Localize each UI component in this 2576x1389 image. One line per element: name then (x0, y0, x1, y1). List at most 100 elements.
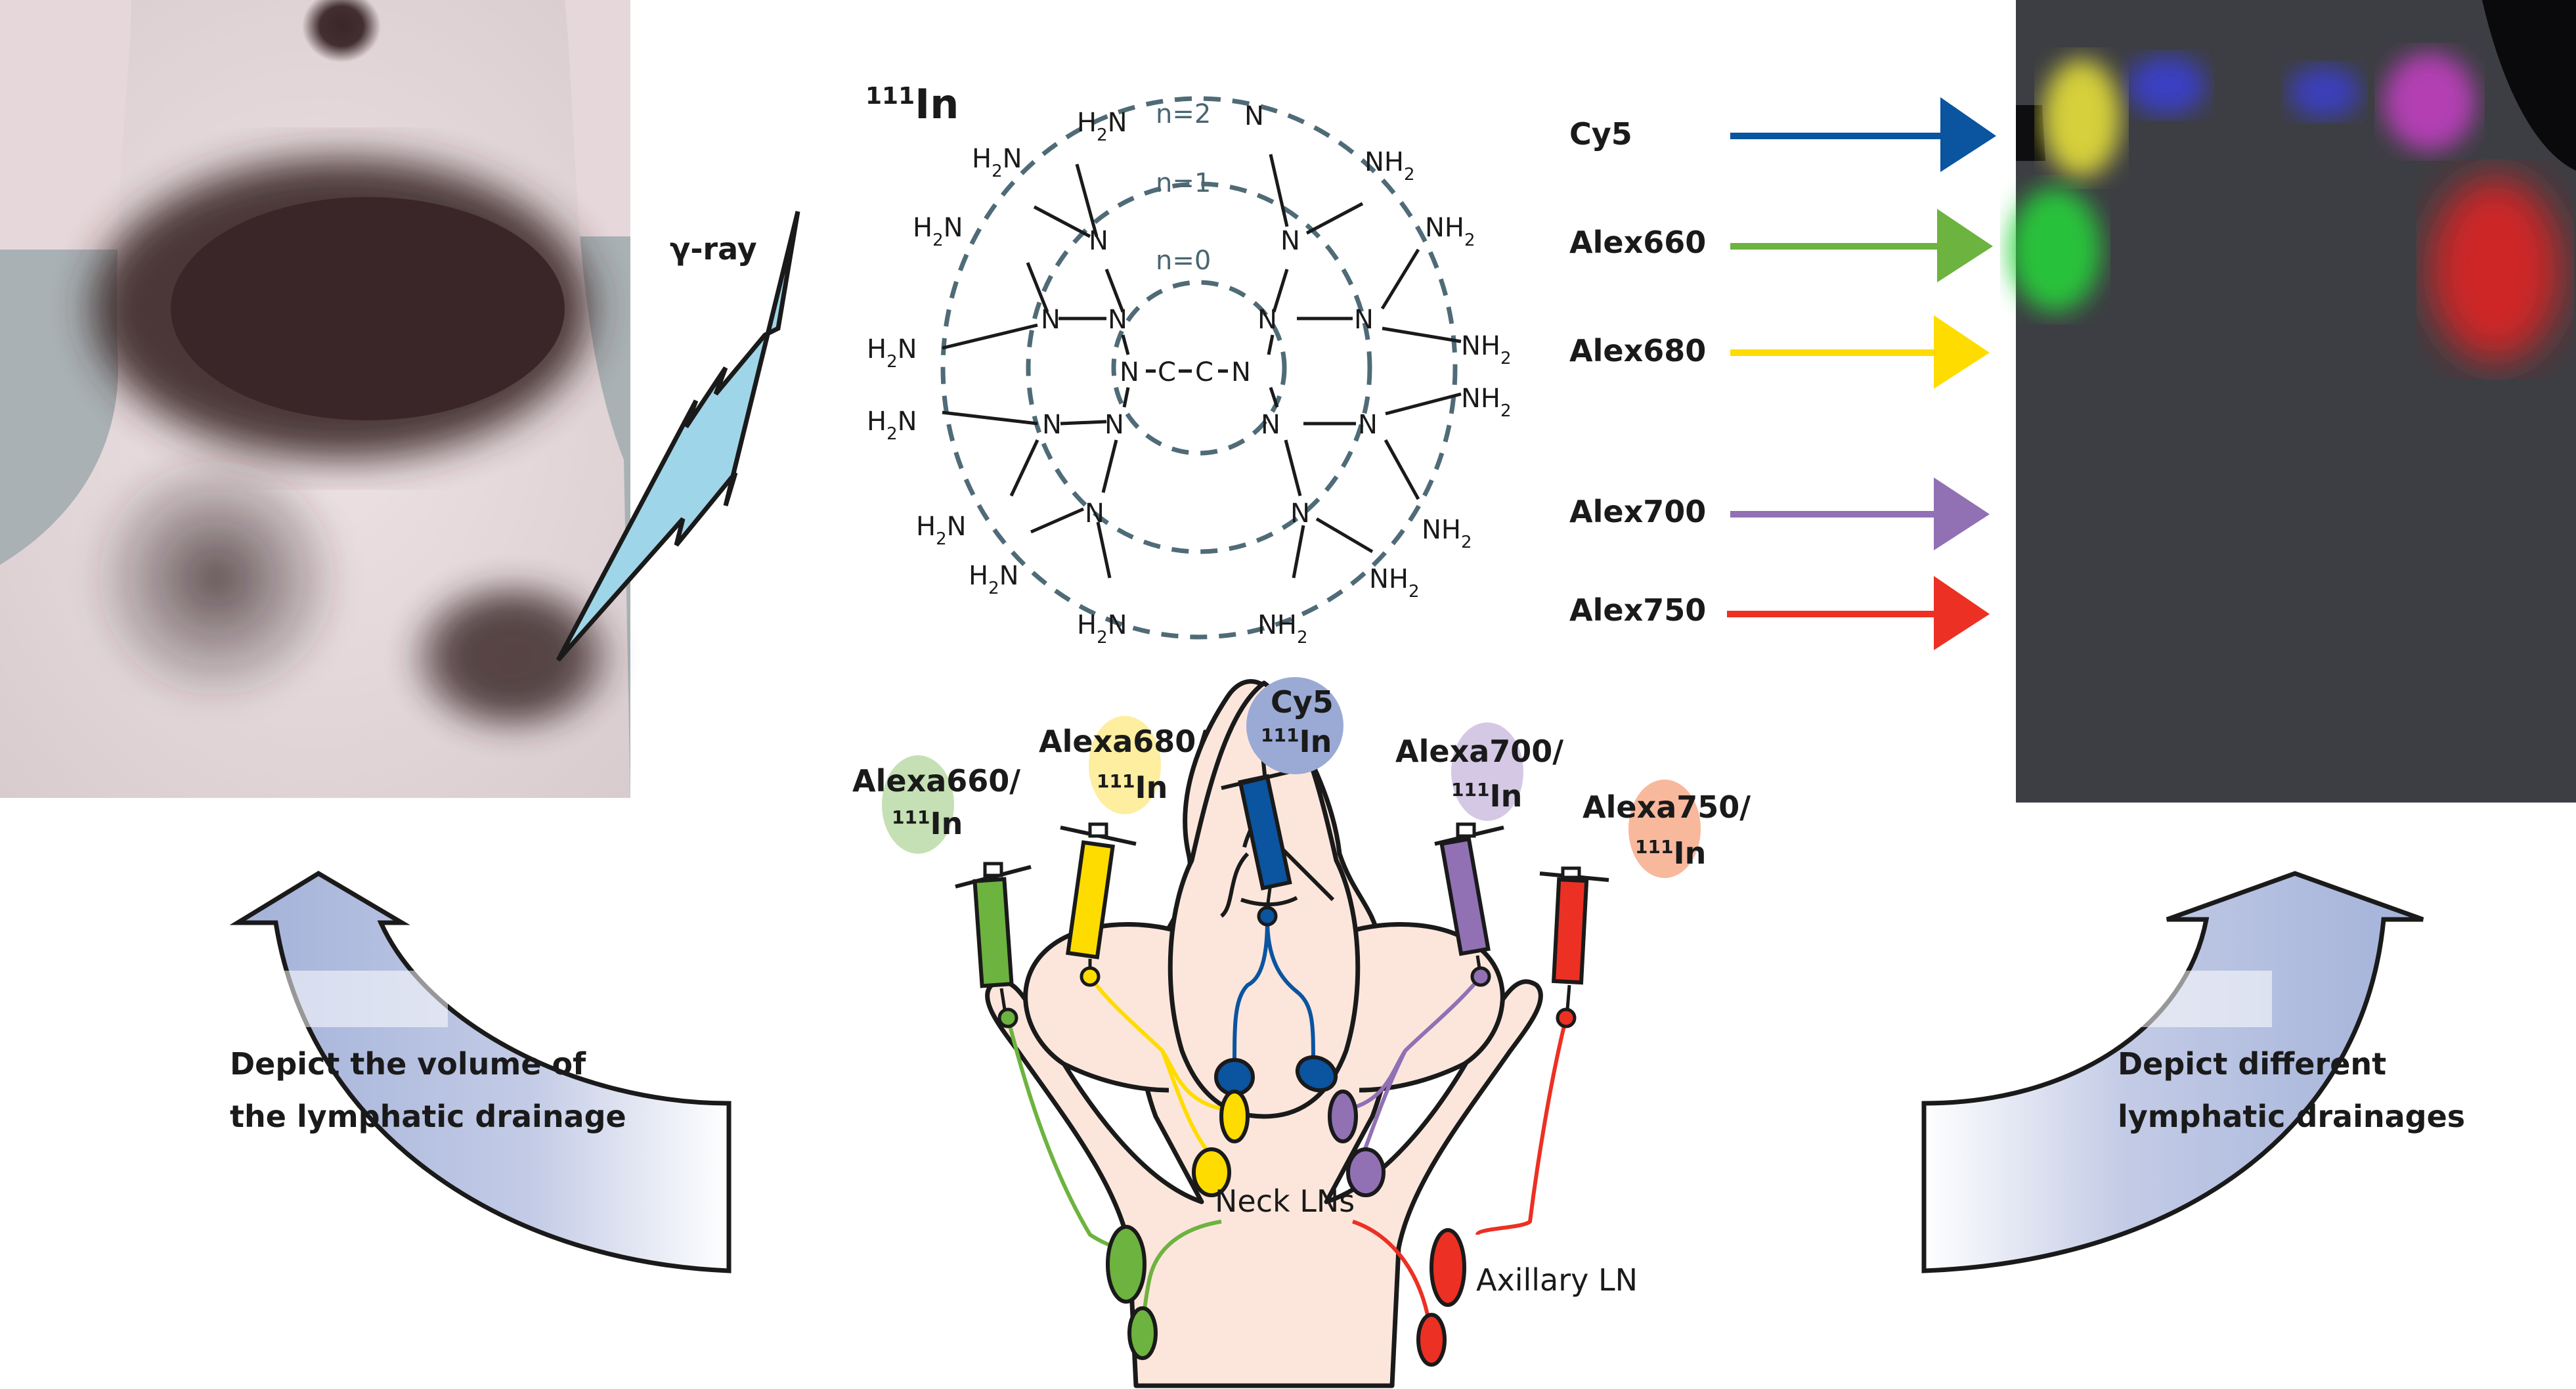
arrow-head-icon (1934, 576, 1990, 650)
bubble-alexa750: Alexa750/ 111In (1583, 780, 1751, 878)
vessel-purple-2 (1361, 1049, 1407, 1157)
isotope-label: 111In (865, 80, 959, 128)
arrow-head-icon (1934, 315, 1990, 389)
generation-label-n2: n=2 (1156, 99, 1211, 129)
injection-site-spot (302, 0, 381, 62)
fluor-spot-green (2009, 187, 2101, 312)
bubble-alexa660: Alexa660/ 111In (852, 755, 1020, 854)
svg-text:NH2: NH2 (1425, 213, 1475, 250)
svg-text:N: N (1108, 305, 1127, 335)
mouse-illustration: Neck LNs Axillary LN (955, 679, 1638, 1388)
fluor-spot-purple (2384, 53, 2476, 151)
syringe-red (1539, 866, 1609, 1010)
syringe-blue (1221, 770, 1298, 908)
dye-arrow-alex750: Alex750 (1569, 576, 1990, 650)
svg-text:N: N (1257, 305, 1277, 335)
right-caption-line-1: Depict different (2118, 1046, 2386, 1082)
lymph-node-yellow-2 (1192, 1147, 1231, 1197)
dark-edge (2016, 105, 2045, 161)
lymph-node-purple-2 (1346, 1147, 1386, 1197)
svg-text:Alexa660/: Alexa660/ (852, 763, 1020, 799)
svg-text:111In: 111In (892, 806, 963, 841)
nitrogen-atoms: N N N N N N N N N N N N N (1041, 101, 1378, 529)
bubble-alexa700: Alexa700/ 111In (1395, 722, 1563, 821)
svg-text:H2N: H2N (916, 512, 967, 549)
right-caption-backdrop (2095, 971, 2272, 1027)
dye-arrow-cy5: Cy5 (1569, 97, 1996, 172)
arrow-head-icon (1940, 97, 1996, 172)
terminal-amines: H2N H2N H2N H2N H2N H2N H2N H2N NH2 NH2 … (867, 108, 1512, 648)
svg-text:NH2: NH2 (1369, 564, 1420, 602)
injection-dot-red (1556, 1007, 1577, 1028)
svg-text:H2N: H2N (1077, 610, 1127, 648)
lymph-node-cy5-right (1295, 1055, 1338, 1093)
dye-arrow-alex680: Alex680 (1569, 315, 1990, 389)
bond-lines (942, 154, 1462, 579)
svg-text:NH2: NH2 (1422, 515, 1472, 552)
svg-text:N: N (1358, 410, 1378, 440)
svg-text:111In: 111In (1097, 770, 1168, 805)
svg-text:Cy5: Cy5 (1271, 684, 1334, 720)
dye-label-cy5: Cy5 (1569, 116, 1632, 152)
lymph-node-cy5-left (1214, 1058, 1255, 1096)
injection-dot-green (997, 1007, 1018, 1028)
svg-text:NH2: NH2 (1257, 610, 1308, 648)
generation-label-n0: n=0 (1156, 246, 1211, 276)
dye-arrow-alex660: Alex660 (1569, 209, 1993, 282)
svg-text:N: N (1042, 410, 1062, 440)
arrow-head-icon (1934, 477, 1990, 550)
mouse-left-ear (0, 0, 152, 250)
svg-text:N: N (1244, 101, 1264, 131)
svg-text:111In: 111In (1635, 835, 1706, 871)
vessel-yellow-2 (1160, 1049, 1213, 1157)
mouse-right-ear-shape (1345, 922, 1505, 1093)
lymph-node-green-axillary (1106, 1225, 1146, 1304)
fluor-spot-red (2430, 177, 2561, 361)
liver-uptake-core (171, 197, 565, 420)
svg-text:C: C (1195, 357, 1213, 387)
lymph-node-yellow-1 (1219, 1090, 1250, 1143)
dye-label-alex750: Alex750 (1569, 592, 1706, 628)
dye-label-alex700: Alex700 (1569, 494, 1706, 529)
syringe-purple (1434, 822, 1504, 969)
svg-text:N: N (1290, 498, 1310, 529)
shell-n0 (1111, 280, 1287, 456)
axillary-ln-label: Axillary LN (1476, 1262, 1638, 1298)
gamma-ray-label: γ-ray (670, 231, 757, 267)
svg-text:N: N (1354, 305, 1374, 335)
bubble-bg (1451, 722, 1523, 821)
lymph-node-red-lower (1416, 1313, 1447, 1367)
right-arrow-shape (1921, 871, 2424, 1273)
shell-n1 (1026, 181, 1372, 554)
svg-text:N: N (1104, 410, 1124, 440)
svg-text:N: N (1120, 357, 1139, 387)
dye-label-alex680: Alex680 (1569, 333, 1706, 368)
fluor-spot-cy5-left (2128, 56, 2206, 115)
svg-text:H2N: H2N (913, 213, 963, 250)
dendrimer-core: N C C N (1120, 357, 1251, 387)
svg-text:C: C (1158, 357, 1176, 387)
svg-text:Alexa700/: Alexa700/ (1395, 734, 1563, 769)
lymph-node-purple-1 (1328, 1090, 1358, 1143)
left-caption-line-1: Depict the volume of (230, 1046, 586, 1082)
fluor-spot-cy5-right (2288, 66, 2361, 118)
svg-text:NH2: NH2 (1461, 384, 1512, 421)
left-node-uptake (85, 447, 348, 709)
syringe-yellow (1060, 822, 1137, 969)
bubble-bg (1246, 677, 1343, 774)
whisker-left (1219, 852, 1250, 918)
svg-text:111In: 111In (1261, 724, 1332, 759)
svg-text:H2N: H2N (969, 561, 1019, 598)
vessel-cy5-left (1233, 919, 1269, 1065)
svg-text:H2N: H2N (867, 334, 917, 372)
injection-dot-purple (1470, 966, 1491, 987)
svg-text:H2N: H2N (867, 407, 917, 444)
mouse-head (1168, 680, 1361, 1119)
dye-arrow-legend: Cy5 Alex660 Alex680 Alex700 Alex750 (1569, 97, 1996, 650)
arrow-head-icon (1937, 209, 1993, 282)
svg-text:N: N (1261, 410, 1280, 440)
svg-text:Alexa680/: Alexa680/ (1039, 724, 1207, 759)
lymph-node-green-lower (1127, 1306, 1158, 1360)
injection-dot-blue (1257, 906, 1278, 927)
